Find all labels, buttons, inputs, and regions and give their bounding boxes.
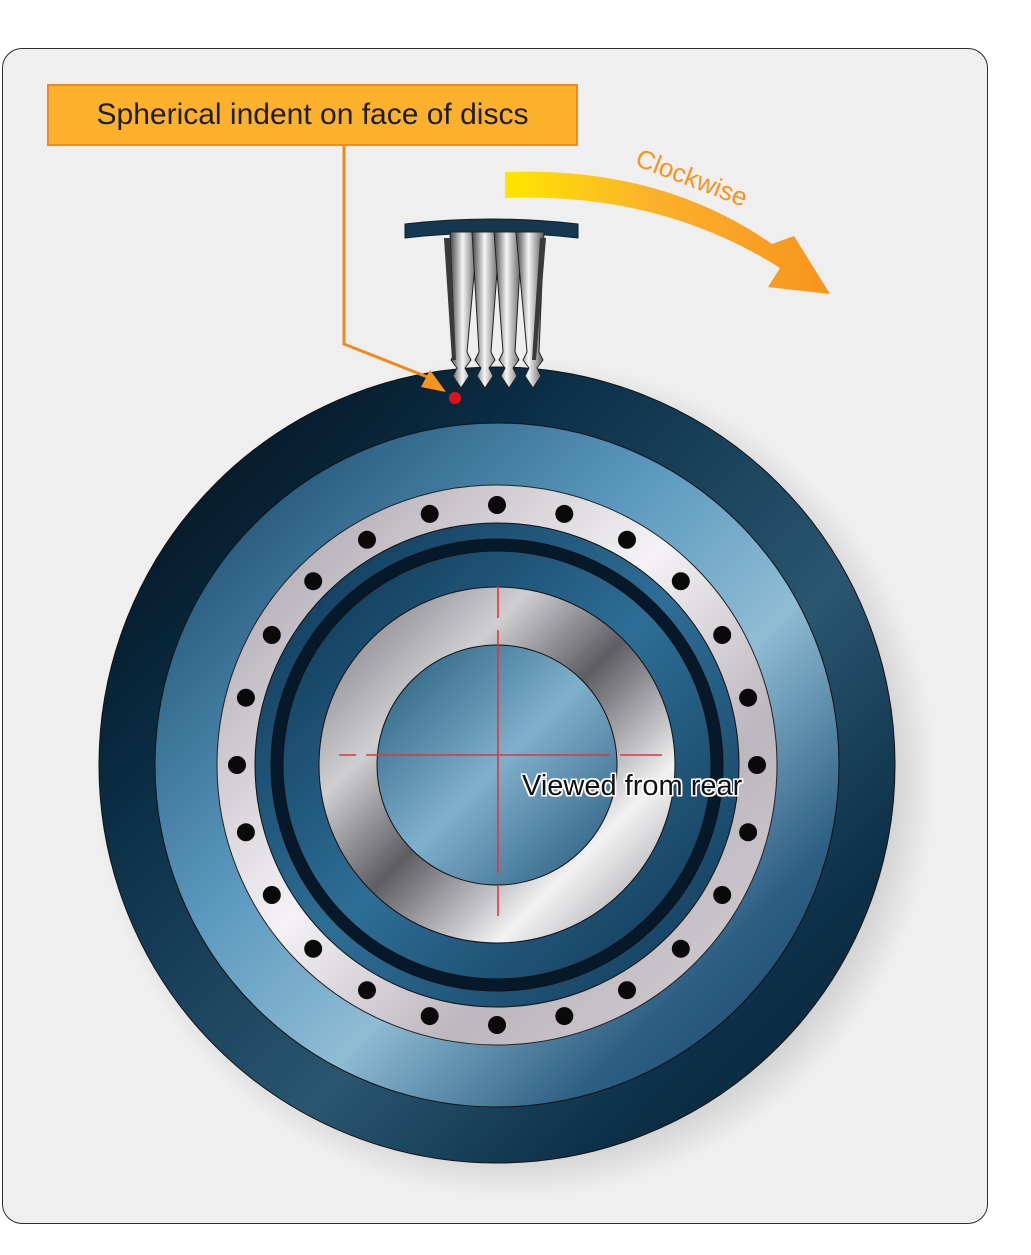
bolt-hole xyxy=(555,504,574,523)
bolt-hole xyxy=(420,504,439,523)
hub-bore xyxy=(376,644,618,886)
bolt-hole xyxy=(713,626,732,644)
bolt-hole xyxy=(236,688,255,707)
view-note-label: Viewed from rear xyxy=(522,770,743,802)
turbine-blade-edge xyxy=(532,238,546,360)
bolt-holes xyxy=(228,496,766,1034)
curved-arrow-icon xyxy=(505,171,830,294)
bolt-hole xyxy=(420,1007,439,1026)
bolt-hole xyxy=(228,756,246,774)
bolt-hole xyxy=(488,1016,506,1034)
bolt-hole xyxy=(358,530,376,549)
centerlines xyxy=(339,586,662,916)
bolt-hole xyxy=(671,572,690,591)
turbine-blade xyxy=(515,231,545,389)
turbine-blade xyxy=(493,231,523,389)
bolt-hole xyxy=(739,688,758,707)
turbine-blades-icon xyxy=(404,218,579,389)
bolt-hole xyxy=(618,981,636,1000)
red-dot-icon xyxy=(449,392,461,404)
bolt-hole xyxy=(748,756,766,774)
bolt-hole xyxy=(488,496,506,514)
bolt-hole xyxy=(262,886,281,904)
bolt-hole xyxy=(739,823,758,842)
callout-arrowhead xyxy=(421,370,446,392)
bolt-hole xyxy=(555,1007,574,1026)
bolt-hole xyxy=(618,530,636,549)
callout-box: Spherical indent on face of discs xyxy=(47,84,578,146)
turbine-blade-edge xyxy=(444,238,456,360)
bolt-hole xyxy=(236,823,255,842)
bolt-hole xyxy=(671,939,690,958)
callout-label: Spherical indent on face of discs xyxy=(96,98,529,131)
bolt-hole xyxy=(304,939,323,958)
bolt-hole xyxy=(713,886,732,904)
turbine-blade xyxy=(449,231,479,389)
bolt-hole xyxy=(358,981,376,1000)
bolt-hole xyxy=(262,626,281,644)
bolt-hole xyxy=(304,572,323,591)
turbine-blade xyxy=(471,231,501,389)
callout-leader xyxy=(342,146,431,380)
